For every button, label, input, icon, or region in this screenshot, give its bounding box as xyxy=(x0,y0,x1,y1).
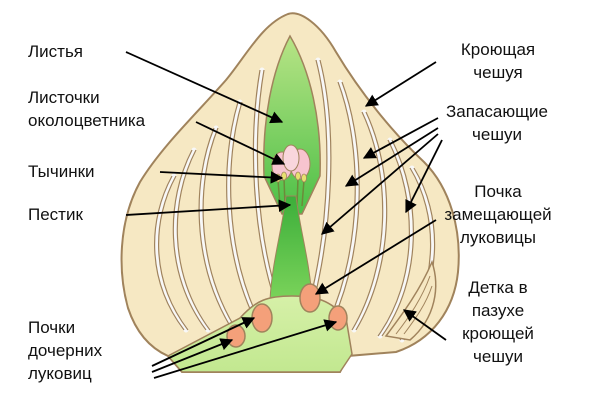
arrow-pistil xyxy=(125,199,292,216)
arrow-daughter-2 xyxy=(151,338,234,373)
arrow-storage-3 xyxy=(321,133,439,235)
label-bulblet: Детка в пазухе кроющей чешуи xyxy=(462,278,534,366)
label-replacement-bud: Почка замещающей луковицы xyxy=(444,182,552,247)
daughter-bud-left-small xyxy=(226,324,246,348)
arrow-replacement-bud xyxy=(314,219,437,295)
arrow-daughter-3 xyxy=(153,319,338,379)
daughter-bud-left xyxy=(251,303,273,333)
arrow-bulblet xyxy=(402,309,447,341)
arrow-leaves xyxy=(125,51,284,124)
label-covering-scale: Кроющая чешуя xyxy=(460,40,536,82)
label-stamens: Тычинки xyxy=(28,162,95,181)
label-storage-scales: Запасающие чешуи xyxy=(445,102,549,144)
arrow-daughter-1 xyxy=(151,317,256,367)
label-leaves: Листья xyxy=(28,42,84,61)
label-daughter-buds: Почки дочерних луковиц xyxy=(28,318,103,383)
arrow-storage-2 xyxy=(344,127,439,187)
arrow-covering-scale xyxy=(364,61,437,107)
daughter-bud-right xyxy=(328,305,348,331)
arrow-storage-1 xyxy=(362,117,439,159)
storage-scale-lines xyxy=(154,57,435,343)
pointer-arrows xyxy=(125,51,447,379)
arrow-perianth xyxy=(195,121,286,165)
arrow-storage-4 xyxy=(405,139,443,214)
buds xyxy=(226,283,348,348)
label-pistil: Пестик xyxy=(28,205,83,224)
arrow-stamens xyxy=(159,171,284,184)
label-perianth-leaves: Листочки околоцветника xyxy=(28,88,146,130)
replacement-bud xyxy=(299,283,321,313)
